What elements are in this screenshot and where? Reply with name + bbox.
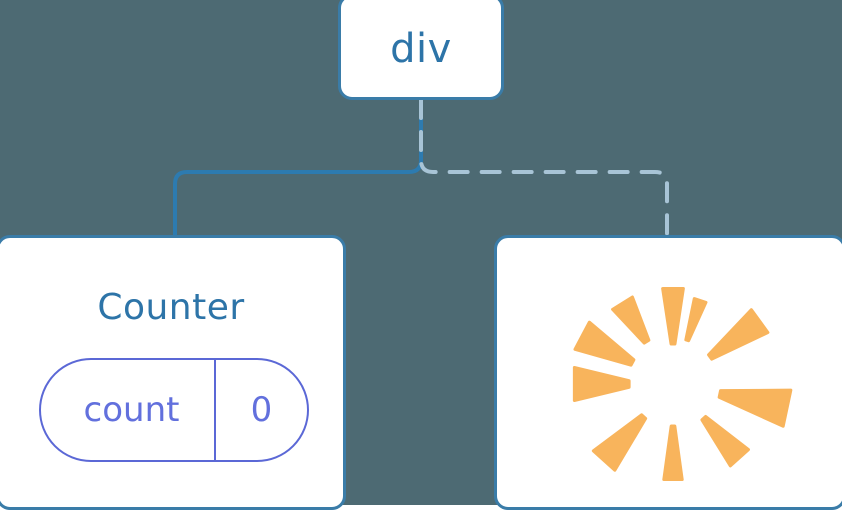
connector-div-to-spinner: [419, 98, 669, 242]
node-div[interactable]: div: [338, 0, 504, 100]
prop-pill-count[interactable]: count 0: [39, 358, 309, 462]
loading-spinner-burst-icon: [572, 287, 793, 482]
prop-value-count: 0: [250, 390, 273, 430]
spinner-ray-2: [611, 295, 651, 345]
spinner-ray-1: [661, 287, 685, 346]
spinner-ray-8: [662, 424, 684, 482]
spinner-ray-3: [573, 320, 636, 367]
spinner-ray-9: [591, 413, 648, 472]
prop-name-count: count: [41, 360, 216, 460]
spinner-ray-5: [707, 308, 770, 361]
node-counter[interactable]: Counter count 0: [0, 235, 346, 510]
spinner-ray-0: [684, 297, 708, 343]
connector-div-to-counter: [173, 98, 423, 242]
spinner-ray-4: [572, 366, 631, 402]
node-spinner[interactable]: [494, 235, 842, 510]
spinner-ray-6: [717, 388, 793, 428]
spinner-ray-7: [700, 414, 750, 468]
node-div-label: div: [390, 26, 452, 72]
node-counter-label: Counter: [97, 287, 245, 328]
